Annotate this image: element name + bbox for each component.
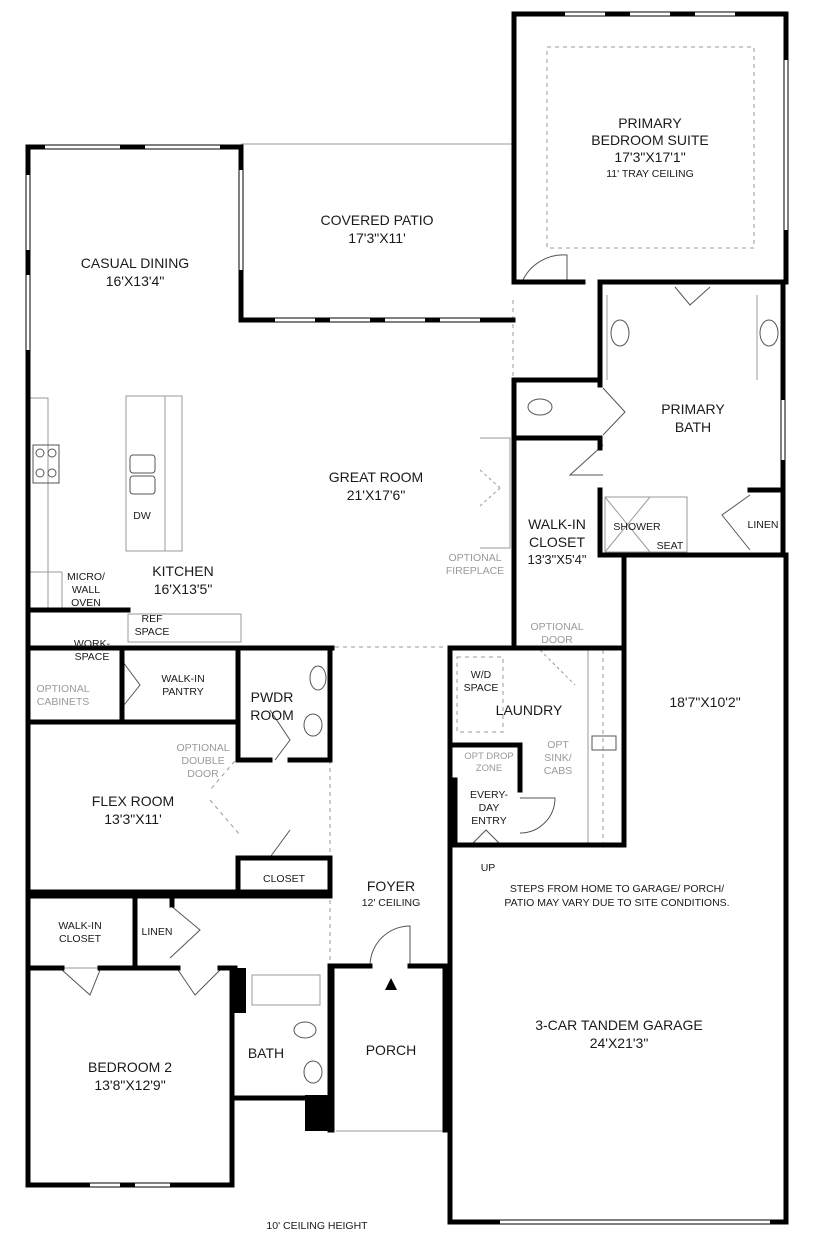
laundry-sink-icon [591,735,617,751]
micro-label-2: WALL [72,584,100,596]
ref-label-1: REF [142,613,163,625]
entry-arrow-icon [385,978,397,990]
bedroom2-name: BEDROOM 2 [88,1059,172,1075]
walkin-closet-dims: 13'3"X5'4" [527,552,586,567]
bed-closet-label-2: CLOSET [59,933,102,945]
wall-blocks [230,968,330,1131]
foyer-name: FOYER [367,878,415,894]
entry-label-3: ENTRY [471,815,506,827]
pantry-label-1: WALK-IN [161,673,204,685]
opt-double-door-label-2: DOUBLE [181,755,224,767]
wd-label-1: W/D [471,669,492,681]
bath-sink-icon [303,1060,323,1084]
up-label: UP [481,862,496,874]
bed-closet-label-1: WALK-IN [58,920,101,932]
flex-room-name: FLEX ROOM [92,793,174,809]
laundry-name: LAUNDRY [496,702,563,718]
seat-label: SEAT [657,540,684,552]
casual-dining-dims: 16'X13'4" [106,273,165,289]
cooktop-icon [32,444,60,484]
opt-drop-zone-label-2: ZONE [476,763,502,774]
opt-fireplace-label-2: FIREPLACE [446,565,504,577]
toilet-icon [527,398,553,416]
great-room-name: GREAT ROOM [329,469,423,485]
flex-room-dims: 13'3"X11' [104,811,162,827]
walkin-closet-name2: CLOSET [529,534,585,550]
vanity-sink-left-icon [610,319,630,347]
kitchen-name: KITCHEN [152,563,213,579]
ceiling-note: 10' CEILING HEIGHT [266,1220,368,1232]
sink-icon [129,454,156,474]
primary-bath-name2: BATH [675,419,711,435]
dw-label: DW [133,510,151,522]
linen-bath-label: LINEN [748,519,779,531]
closet-label: CLOSET [263,873,306,885]
door-swings [61,254,751,996]
steps-note-1: STEPS FROM HOME TO GARAGE/ PORCH/ [510,883,724,895]
opt-double-door-label-1: OPTIONAL [176,742,229,754]
shower-label: SHOWER [613,521,661,533]
opt-double-door-label-3: DOOR [187,768,219,780]
walkin-closet-name1: WALK-IN [528,516,586,532]
opt-sink-label-3: CABS [544,765,573,777]
vanity-sink-right-icon [759,319,779,347]
primary-suite-name2: BEDROOM SUITE [591,132,708,148]
fixture-shapes [32,319,779,1084]
opt-cabinets-label-2: CABINETS [37,696,90,708]
pwdr-room-name2: ROOM [250,707,294,723]
pantry-label-2: PANTRY [162,686,204,698]
primary-suite-label: PRIMARY BEDROOM SUITE 17'3"X17'1" 11' TR… [591,115,708,180]
opt-drop-zone-label-1: OPT DROP [464,751,513,762]
pwdr-room-name1: PWDR [251,689,294,705]
pwdr-toilet-icon [309,665,327,691]
primary-suite-name1: PRIMARY [618,115,682,131]
wd-label-2: SPACE [464,682,499,694]
primary-suite-dims: 17'3"X17'1" [614,149,685,165]
opt-sink-label-2: SINK/ [544,752,572,764]
opt-cabinets-label-1: OPTIONAL [36,683,89,695]
linen-hall-label: LINEN [142,926,173,938]
opt-door-label-2: DOOR [541,634,573,646]
kitchen-dims: 16'X13'5" [154,581,213,597]
garage-dims: 24'X21'3" [590,1035,649,1051]
opt-sink-label-1: OPT [547,739,569,751]
workspace-label-2: SPACE [75,651,110,663]
entry-label-1: EVERY- [470,789,508,801]
opt-fireplace-label-1: OPTIONAL [448,552,501,564]
porch-name: PORCH [366,1042,417,1058]
covered-patio-dims: 17'3"X11' [348,230,406,246]
windows [26,12,788,1224]
bedroom2-dims: 13'8"X12'9" [94,1077,165,1093]
micro-label-3: OVEN [71,597,101,609]
casual-dining-name: CASUAL DINING [81,255,189,271]
steps-note-2: PATIO MAY VARY DUE TO SITE CONDITIONS. [504,897,729,909]
primary-suite-note: 11' TRAY CEILING [606,168,694,180]
foyer-note: 12' CEILING [362,897,421,909]
micro-label-1: MICRO/ [67,571,105,583]
great-room-dims: 21'X17'6" [347,487,406,503]
ref-label-2: SPACE [135,626,170,638]
bath-name: BATH [248,1045,284,1061]
pwdr-sink-icon [303,713,323,737]
bath-toilet-icon [293,1021,317,1039]
garage-upper-dims: 18'7"X10'2" [669,694,740,710]
opt-door-label-1: OPTIONAL [530,621,583,633]
entry-label-2: DAY [479,802,500,814]
primary-bath-name1: PRIMARY [661,401,725,417]
workspace-label-1: WORK- [74,638,111,650]
garage-name: 3-CAR TANDEM GARAGE [535,1017,703,1033]
covered-patio-name: COVERED PATIO [320,212,433,228]
